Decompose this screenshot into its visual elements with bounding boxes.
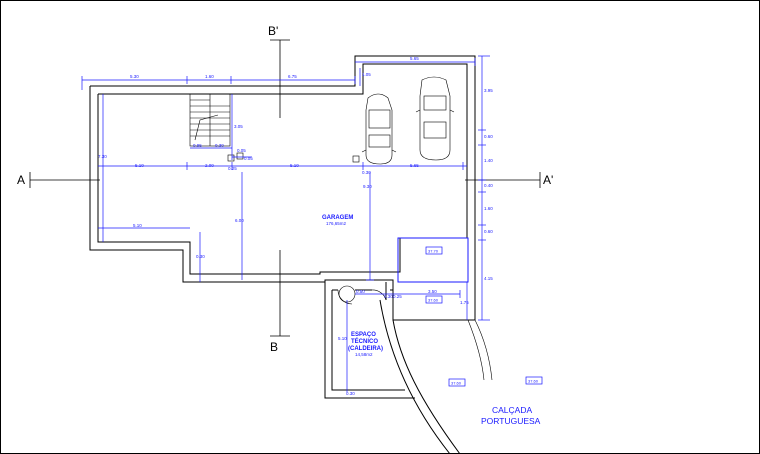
ramp-area-outline (397, 237, 469, 283)
svg-text:0.25: 0.25 (393, 294, 402, 299)
section-label-b-prime: B' (268, 24, 278, 38)
svg-text:0.30: 0.30 (384, 294, 393, 299)
svg-text:37.70: 37.70 (428, 249, 439, 254)
svg-text:0.40: 0.40 (484, 183, 493, 188)
room-label-technical-3: (CALDEIRA) (348, 346, 383, 352)
sidewalk-label-1: CALÇADA (492, 405, 532, 415)
svg-text:5.65: 5.65 (410, 56, 419, 61)
svg-text:6.00: 6.00 (235, 218, 244, 223)
svg-text:37.60: 37.60 (428, 298, 439, 303)
svg-text:5.10: 5.10 (133, 223, 142, 228)
car-2-icon (415, 76, 455, 161)
section-line-b (270, 39, 290, 337)
svg-text:0.30: 0.30 (196, 254, 205, 259)
svg-text:0.25: 0.25 (228, 166, 237, 171)
room-area-technical: 14,58m2 (355, 352, 373, 357)
exterior-walls (89, 55, 476, 321)
dimension-texts: 5.30 1.60 6.75 1.05 5.65 3.95 0.60 1.40 … (98, 56, 493, 396)
svg-text:0.30: 0.30 (215, 143, 224, 148)
room-label-garage: GARAGEM (322, 215, 353, 221)
svg-text:1.60: 1.60 (205, 74, 214, 79)
svg-text:3.95: 3.95 (484, 88, 493, 93)
svg-text:4.15: 4.15 (484, 276, 493, 281)
svg-text:5.10: 5.10 (338, 336, 347, 341)
svg-text:37.60: 37.60 (451, 381, 462, 386)
svg-text:0.30: 0.30 (362, 170, 371, 175)
svg-text:7.30: 7.30 (98, 154, 107, 159)
svg-text:1.40: 1.40 (484, 158, 493, 163)
svg-text:1.05: 1.05 (362, 72, 371, 77)
room-area-garage: 176,65m2 (326, 221, 347, 226)
svg-text:9.30: 9.30 (363, 184, 372, 189)
svg-text:0.30: 0.30 (346, 391, 355, 396)
sidewalk-label-2: PORTUGUESA (481, 416, 541, 426)
elevation-tags: 37.70 37.60 37.60 37.60 (425, 246, 543, 387)
svg-text:37.60: 37.60 (528, 379, 539, 384)
svg-text:3.05: 3.05 (234, 124, 243, 129)
section-label-a: A (17, 173, 25, 187)
svg-text:0.05: 0.05 (244, 156, 253, 161)
staircase (189, 93, 360, 163)
section-label-b: B (270, 340, 278, 354)
svg-text:2.00: 2.00 (205, 163, 214, 168)
svg-text:5.30: 5.30 (130, 74, 139, 79)
svg-text:3.50: 3.50 (428, 289, 437, 294)
car-1-icon (361, 93, 397, 165)
svg-text:0.50: 0.50 (356, 289, 365, 294)
section-line-a (29, 172, 541, 188)
room-label-technical-2: TÉCNICO (351, 337, 378, 345)
dimension-lines (81, 55, 490, 392)
svg-text:5.65: 5.65 (410, 163, 419, 168)
svg-text:1.60: 1.60 (484, 206, 493, 211)
room-label-technical-1: ESPAÇO (351, 332, 376, 338)
svg-text:0.05: 0.05 (237, 148, 246, 153)
svg-text:0.95: 0.95 (193, 143, 202, 148)
svg-text:6.75: 6.75 (288, 74, 297, 79)
section-label-a-prime: A' (543, 173, 553, 187)
technical-room-walls (324, 282, 415, 399)
svg-text:5.10: 5.10 (290, 163, 299, 168)
svg-text:5.10: 5.10 (135, 163, 144, 168)
svg-text:0.60: 0.60 (484, 134, 493, 139)
svg-text:1.75: 1.75 (460, 300, 469, 305)
curved-ramp (379, 299, 493, 454)
svg-text:0.60: 0.60 (484, 229, 493, 234)
